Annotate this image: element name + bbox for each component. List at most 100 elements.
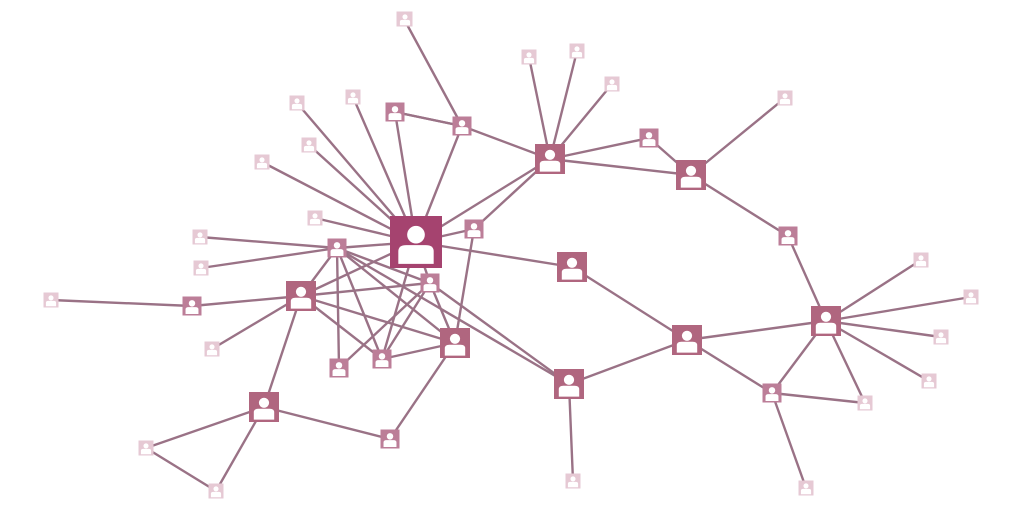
person-node-n-l[interactable] (464, 219, 484, 239)
person-node-n-n[interactable] (452, 116, 472, 136)
person-node-hub[interactable] (390, 216, 442, 268)
person-node-l09[interactable] (43, 292, 59, 308)
person-avatar-icon (444, 333, 466, 356)
person-avatar-icon (375, 353, 389, 367)
person-avatar-icon (676, 330, 698, 353)
edge-n-b-l11 (527, 55, 552, 161)
person-node-l02[interactable] (289, 95, 305, 111)
edge-n-j-l07 (198, 235, 339, 250)
person-avatar-icon (606, 79, 618, 91)
person-node-l20[interactable] (138, 440, 154, 456)
edge-n-m-l09 (49, 298, 194, 308)
person-avatar-icon (915, 255, 927, 267)
edge-n-b-n-c (548, 157, 693, 177)
person-node-n-i[interactable] (249, 392, 279, 422)
person-avatar-icon (330, 242, 344, 256)
person-node-n-t[interactable] (762, 383, 782, 403)
person-node-l14[interactable] (777, 90, 793, 106)
person-avatar-icon (347, 92, 359, 104)
edge-n-j-n-k (335, 246, 432, 285)
edge-n-j-l08 (199, 246, 339, 270)
edge-l20-l21 (144, 446, 218, 493)
person-node-n-o[interactable] (372, 349, 392, 369)
edge-n-n-l01 (402, 17, 464, 128)
person-node-n-d[interactable] (557, 252, 587, 282)
person-node-l15[interactable] (913, 252, 929, 268)
edge-n-g-n-f (567, 338, 689, 386)
person-node-n-m[interactable] (182, 296, 202, 316)
person-avatar-icon (399, 14, 411, 26)
person-node-l05[interactable] (301, 137, 317, 153)
person-avatar-icon (303, 140, 315, 152)
person-avatar-icon (290, 286, 312, 309)
person-node-l04[interactable] (254, 154, 270, 170)
person-node-n-s[interactable] (778, 226, 798, 246)
edge-n-f-l22 (567, 382, 575, 483)
person-avatar-icon (567, 476, 579, 488)
person-avatar-icon (423, 277, 437, 291)
person-node-n-g[interactable] (672, 325, 702, 355)
person-avatar-icon (256, 157, 268, 169)
edge-n-a-n-i (262, 294, 303, 409)
edge-n-e-n-r (388, 341, 457, 441)
person-node-l23[interactable] (798, 480, 814, 496)
edge-n-u-n-n (393, 110, 464, 128)
person-avatar-icon (779, 93, 791, 105)
person-avatar-icon (781, 230, 795, 244)
edge-layer (49, 17, 973, 493)
person-node-n-c[interactable] (676, 160, 706, 190)
person-node-l22[interactable] (565, 473, 581, 489)
person-node-n-p[interactable] (329, 358, 349, 378)
person-node-n-k[interactable] (420, 273, 440, 293)
edge-n-c-l14 (689, 96, 787, 177)
person-node-l13[interactable] (604, 76, 620, 92)
person-node-l24[interactable] (397, 11, 413, 27)
person-avatar-icon (253, 397, 275, 420)
person-node-n-u[interactable] (385, 102, 405, 122)
person-avatar-icon (206, 344, 218, 356)
edge-n-i-l20 (144, 405, 266, 450)
node-layer (43, 11, 979, 499)
person-node-l19[interactable] (857, 395, 873, 411)
person-node-l17[interactable] (933, 329, 949, 345)
person-node-l21[interactable] (208, 483, 224, 499)
person-node-l08[interactable] (193, 260, 209, 276)
edge-n-t-l23 (770, 391, 808, 490)
person-node-n-e[interactable] (440, 328, 470, 358)
person-avatar-icon (210, 486, 222, 498)
person-node-n-h[interactable] (811, 306, 841, 336)
person-node-l10[interactable] (204, 341, 220, 357)
person-node-n-r[interactable] (380, 429, 400, 449)
person-node-n-f[interactable] (554, 369, 584, 399)
person-node-n-a[interactable] (286, 281, 316, 311)
person-avatar-icon (309, 213, 321, 225)
person-node-l16[interactable] (963, 289, 979, 305)
person-node-l03[interactable] (345, 89, 361, 105)
person-avatar-icon (332, 362, 346, 376)
person-node-n-b[interactable] (535, 144, 565, 174)
person-node-l18[interactable] (921, 373, 937, 389)
edge-n-b-l12 (548, 49, 579, 161)
person-node-l06[interactable] (307, 210, 323, 226)
edge-n-j-n-o (335, 246, 384, 361)
edge-n-g-n-h (685, 319, 828, 342)
person-avatar-icon (467, 223, 481, 237)
person-avatar-icon (765, 387, 779, 401)
edge-n-f-n-k (428, 281, 571, 386)
person-node-l11[interactable] (521, 49, 537, 65)
edge-n-a-n-k (299, 281, 432, 298)
person-avatar-icon (558, 374, 580, 397)
edge-n-b-n-q (548, 136, 651, 161)
person-node-l07[interactable] (192, 229, 208, 245)
person-node-l12[interactable] (569, 43, 585, 59)
person-node-n-q[interactable] (639, 128, 659, 148)
edge-n-k-n-o (380, 281, 432, 361)
edge-n-f-n-j (335, 246, 571, 386)
edge-n-a-n-m (190, 294, 303, 308)
person-node-n-j[interactable] (327, 238, 347, 258)
person-avatar-icon (965, 292, 977, 304)
person-avatar-icon (194, 232, 206, 244)
person-avatar-icon (561, 257, 583, 280)
edge-n-h-l17 (824, 319, 943, 339)
person-avatar-icon (539, 149, 561, 172)
